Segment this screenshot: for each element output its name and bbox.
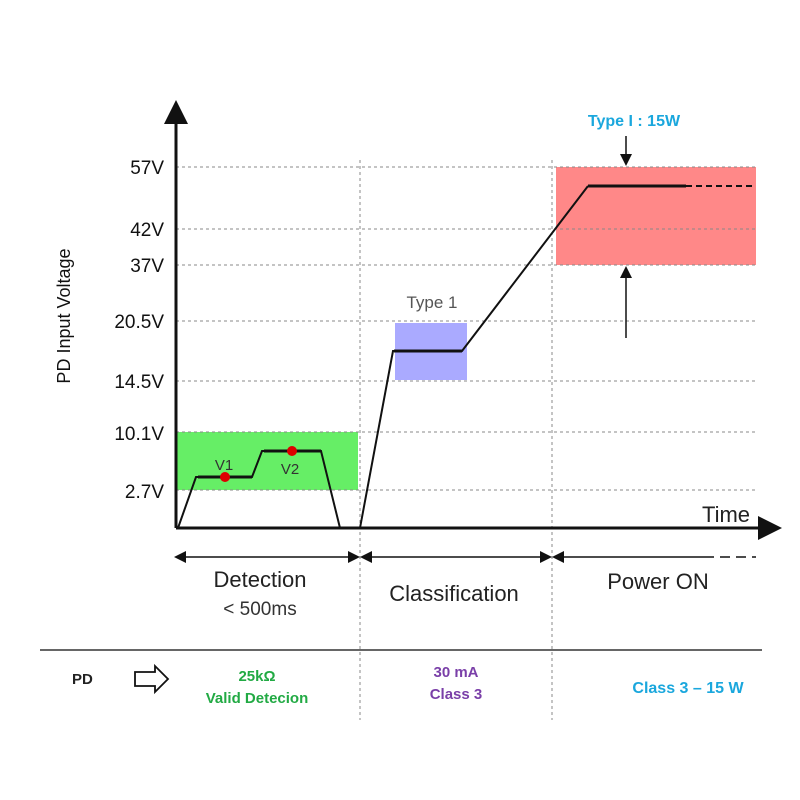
y-tick-labels: 57V 42V 37V 20.5V 14.5V 10.1V 2.7V bbox=[114, 158, 164, 503]
phase-power-on-label: Power ON bbox=[607, 569, 708, 594]
phase-dividers bbox=[359, 160, 553, 720]
right-arrow-icon bbox=[134, 663, 170, 695]
voltage-trace-detection bbox=[177, 450, 341, 529]
marker-v2 bbox=[287, 446, 297, 456]
detection-band bbox=[176, 432, 358, 490]
y-tick-42v: 42V bbox=[130, 220, 164, 241]
y-tick-2-7v: 2.7V bbox=[125, 482, 164, 503]
y-tick-10-1v: 10.1V bbox=[114, 424, 164, 445]
y-tick-57v: 57V bbox=[130, 158, 164, 179]
y-tick-20-5v: 20.5V bbox=[114, 312, 164, 333]
power-class-label: Class 3 – 15 W bbox=[632, 680, 744, 697]
phase-detection-label: Detection bbox=[214, 567, 307, 592]
detection-resistance-value: 25kΩ bbox=[238, 668, 275, 685]
phase-detection-duration: < 500ms bbox=[223, 599, 296, 620]
detection-result: Valid Detecion bbox=[206, 690, 309, 707]
y-axis-label: PD Input Voltage bbox=[54, 248, 74, 383]
classification-class: Class 3 bbox=[430, 686, 483, 703]
power-on-band bbox=[556, 167, 756, 265]
marker-v2-label: V2 bbox=[281, 461, 299, 478]
phase-classification-label: Classification bbox=[389, 581, 519, 606]
pd-label: PD bbox=[72, 671, 93, 688]
x-axis-label: Time bbox=[702, 502, 750, 527]
classification-current-value: 30 mA bbox=[433, 664, 478, 681]
y-tick-37v: 37V bbox=[130, 256, 164, 277]
marker-v1-label: V1 bbox=[215, 457, 233, 474]
type1-label: Type 1 bbox=[406, 293, 457, 312]
horizontal-gridlines bbox=[176, 166, 756, 491]
type-i-15w-label: Type I : 15W bbox=[588, 113, 681, 130]
y-tick-14-5v: 14.5V bbox=[114, 372, 164, 393]
marker-v1 bbox=[220, 472, 230, 482]
voltage-trace-classification bbox=[359, 185, 589, 529]
